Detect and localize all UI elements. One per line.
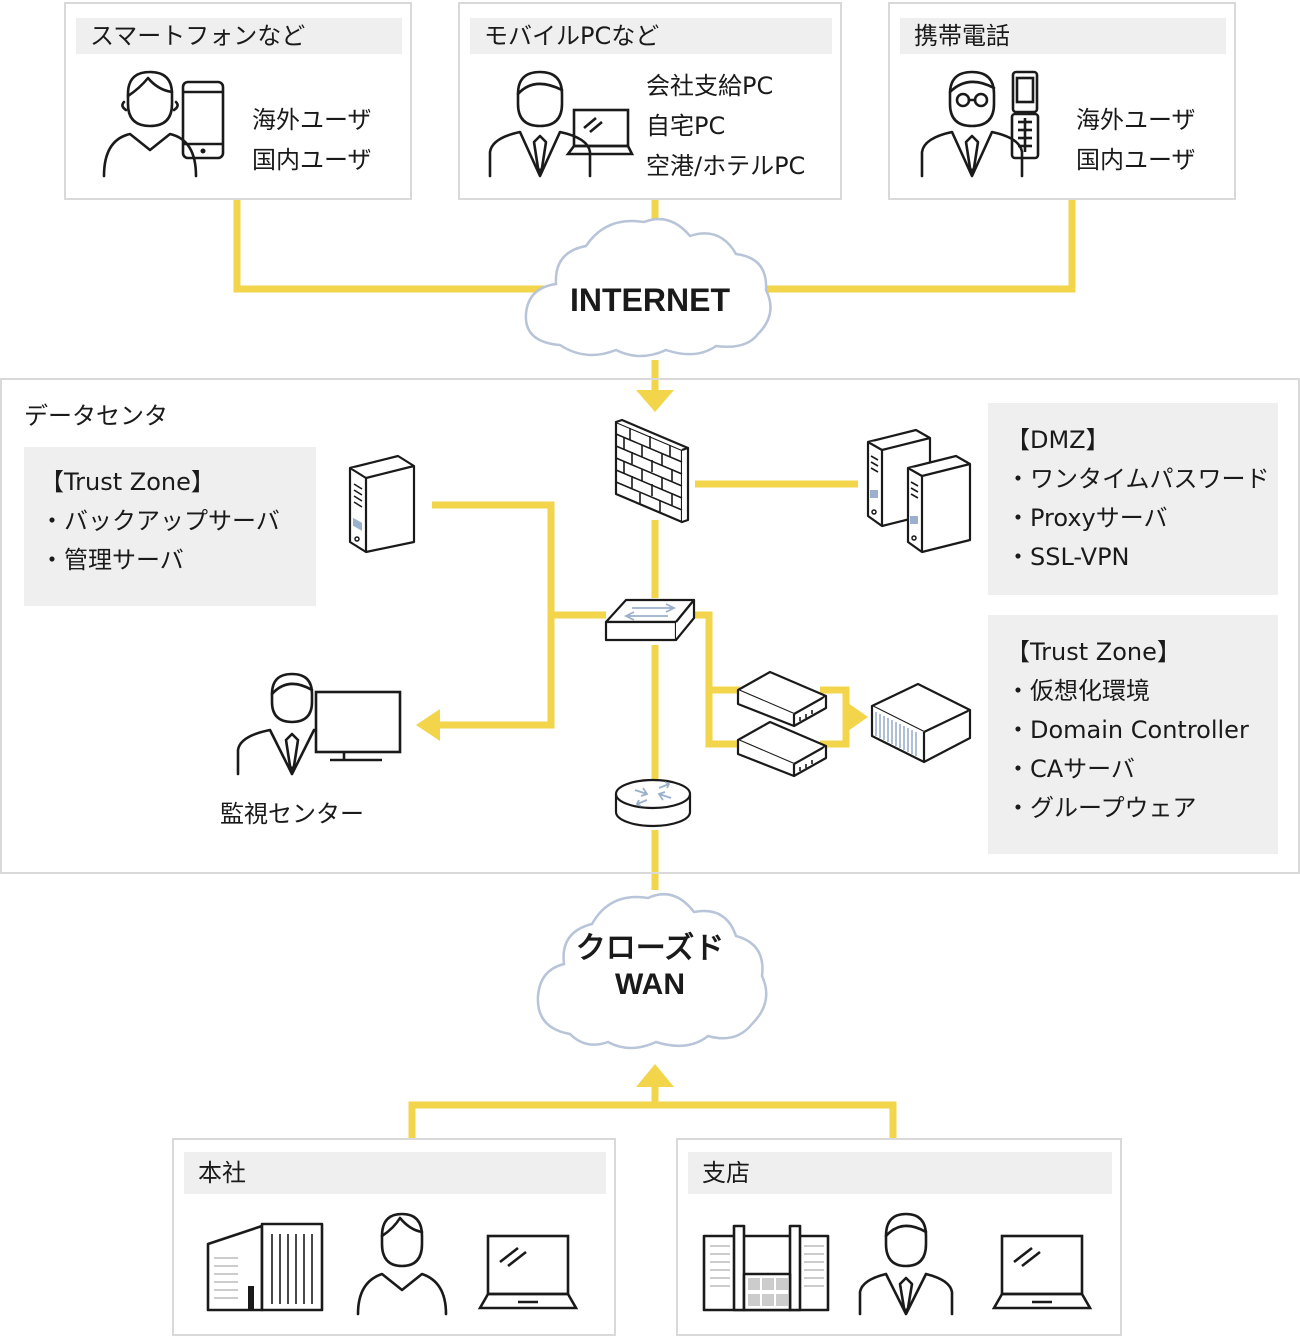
trust-zone-left-title: 【Trust Zone】 [40, 468, 215, 496]
business-user-glasses-icon [920, 70, 1024, 178]
group-line: 会社支給PC [646, 72, 774, 100]
monitoring-center-label: 監視センター [220, 800, 364, 828]
laptop-icon [565, 108, 635, 156]
group-title: 支店 [688, 1152, 1112, 1194]
internet-cloud [524, 217, 772, 358]
arrow-left-monitor [416, 709, 440, 741]
appliance-top-icon [736, 670, 828, 728]
appliance-bottom-icon [736, 720, 828, 778]
line-smartphone-internet [233, 200, 560, 293]
dmz-item: ・Proxyサーバ [1006, 504, 1168, 532]
dmz-servers-icon [866, 428, 972, 554]
line-phone-internet [750, 200, 1076, 293]
group-headquarters: 本社 [172, 1138, 616, 1336]
trust-zone-left-panel: 【Trust Zone】 ・バックアップサーバ ・管理サーバ [24, 447, 316, 606]
router-icon [614, 778, 692, 828]
group-title: モバイルPCなど [470, 18, 832, 54]
line-switch-appliances [690, 611, 740, 748]
dmz-panel: 【DMZ】 ・ワンタイムパスワード ・Proxyサーバ ・SSL-VPN [988, 403, 1278, 595]
trust-zone-left-item: ・管理サーバ [40, 546, 184, 574]
switch-icon [604, 598, 696, 642]
trust-zone-right-item: ・CAサーバ [1006, 755, 1135, 783]
arrow-right-rack [848, 703, 868, 731]
user-icon [102, 70, 198, 178]
group-title: スマートフォンなど [76, 18, 402, 54]
dmz-item: ・ワンタイムパスワード [1006, 465, 1270, 493]
trust-zone-right-item: ・Domain Controller [1006, 716, 1249, 744]
closed-wan-cloud [536, 893, 768, 1050]
management-server-icon [348, 454, 416, 554]
dmz-title: 【DMZ】 [1006, 426, 1110, 454]
internet-label: INTERNET [570, 282, 730, 318]
trust-zone-left-item: ・バックアップサーバ [40, 507, 280, 535]
firewall-icon [614, 418, 690, 524]
group-line: 空港/ホテルPC [646, 152, 806, 180]
dmz-item: ・SSL-VPN [1006, 543, 1130, 571]
flip-phone-icon [1010, 70, 1040, 160]
group-line: 海外ユーザ [252, 106, 372, 134]
group-smartphone: スマートフォンなど 海外ユーザ 国内ユーザ [64, 2, 412, 200]
monitoring-operator-icon [236, 672, 402, 776]
group-line: 海外ユーザ [1076, 106, 1196, 134]
arrow-down-datacenter [636, 390, 674, 412]
closed-wan-label-line1: クローズド [575, 932, 725, 965]
group-line: 国内ユーザ [1076, 146, 1196, 174]
arrow-up-wan [636, 1064, 674, 1087]
trust-zone-right-title: 【Trust Zone】 [1006, 638, 1181, 666]
group-title: 本社 [184, 1152, 606, 1194]
storage-rack-icon [870, 682, 972, 764]
datacenter-title: データセンタ [24, 402, 168, 430]
trust-zone-right-item: ・仮想化環境 [1006, 677, 1150, 705]
group-mobile-pc: モバイルPCなど 会社支給PC 自宅PC 空港/ホテルPC [458, 2, 842, 200]
group-line: 自宅PC [646, 112, 726, 140]
laptop-icon [477, 1234, 579, 1310]
branch-building-icon [702, 1224, 830, 1312]
smartphone-icon [181, 80, 225, 160]
group-line: 国内ユーザ [252, 146, 372, 174]
group-mobile-phone: 携帯電話 海外ユーザ 国内ユーザ [888, 2, 1236, 200]
group-branch: 支店 [676, 1138, 1122, 1336]
trust-zone-right-panel: 【Trust Zone】 ・仮想化環境 ・Domain Controller ・… [988, 615, 1278, 854]
closed-wan-label-line2: WAN [615, 968, 685, 1001]
line-hq-wan [408, 1101, 897, 1140]
user-icon [356, 1212, 448, 1316]
business-user-icon [858, 1212, 954, 1316]
laptop-icon [991, 1234, 1093, 1310]
office-building-icon [206, 1222, 324, 1312]
group-title: 携帯電話 [900, 18, 1226, 54]
trust-zone-right-item: ・グループウェア [1006, 794, 1197, 822]
datacenter-frame [0, 378, 1300, 874]
